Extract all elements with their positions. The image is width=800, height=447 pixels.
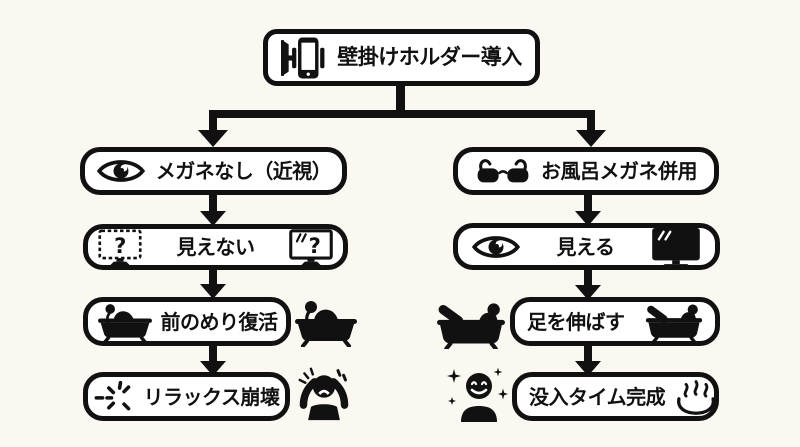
node-label: メガネなし（近視）	[155, 159, 332, 183]
eye-icon	[472, 232, 520, 262]
arrowhead-left-icon	[198, 130, 228, 147]
blurry-tv-question-icon: ?	[98, 228, 142, 266]
node-label: 壁掛けホルダー導入	[337, 45, 522, 69]
connector-root-stem	[396, 84, 405, 114]
node-stretch-legs: 足を伸ばす	[510, 297, 720, 346]
tv-icon	[651, 227, 701, 267]
glasses-icon	[475, 157, 531, 185]
crack-burst-icon	[94, 380, 138, 414]
node-label: リラックス崩壊	[143, 384, 280, 409]
arrow-down-icon	[200, 267, 226, 299]
arrow-down-icon	[575, 268, 601, 300]
bathtub-relax-icon	[645, 301, 703, 342]
tv-question-icon: ?	[289, 228, 333, 266]
node-immersion-complete: 没入タイム完成	[512, 372, 719, 421]
node-label: 見える	[556, 234, 615, 259]
node-wall-holder: 壁掛けホルダー導入	[263, 29, 540, 86]
node-no-glasses: メガネなし（近視）	[80, 147, 347, 195]
connector-left-stub	[209, 110, 217, 132]
node-label: 前のめり復活	[160, 309, 279, 334]
node-lean-forward-return: 前のめり復活	[83, 297, 291, 346]
node-can-see: 見える	[453, 223, 720, 270]
node-label: お風呂メガネ併用	[541, 159, 698, 183]
person-leaning-bathtub-icon	[294, 299, 358, 347]
node-label: 見えない	[176, 235, 256, 259]
svg-text:?: ?	[309, 232, 321, 257]
phone-wall-mount-icon	[281, 36, 327, 80]
arrowhead-right-icon	[576, 130, 606, 147]
svg-text:?: ?	[114, 232, 126, 257]
node-relax-collapse: リラックス崩壊	[83, 372, 290, 421]
happy-person-sparkles-icon	[446, 364, 508, 422]
eye-icon	[96, 156, 146, 186]
hot-spring-icon	[675, 379, 717, 415]
arrow-down-icon	[575, 194, 601, 226]
node-bath-glasses: お風呂メガネ併用	[453, 147, 719, 195]
node-label: 足を伸ばす	[527, 309, 625, 334]
person-relaxing-bathtub-icon	[436, 299, 506, 349]
node-label: 没入タイム完成	[529, 384, 666, 409]
bathtub-lean-forward-icon	[97, 302, 153, 342]
arrow-down-icon	[200, 194, 226, 226]
connector-horizontal	[209, 110, 595, 118]
node-cannot-see: ? 見えない ?	[83, 224, 348, 270]
distressed-person-icon	[296, 364, 352, 422]
connector-right-stub	[587, 110, 595, 132]
